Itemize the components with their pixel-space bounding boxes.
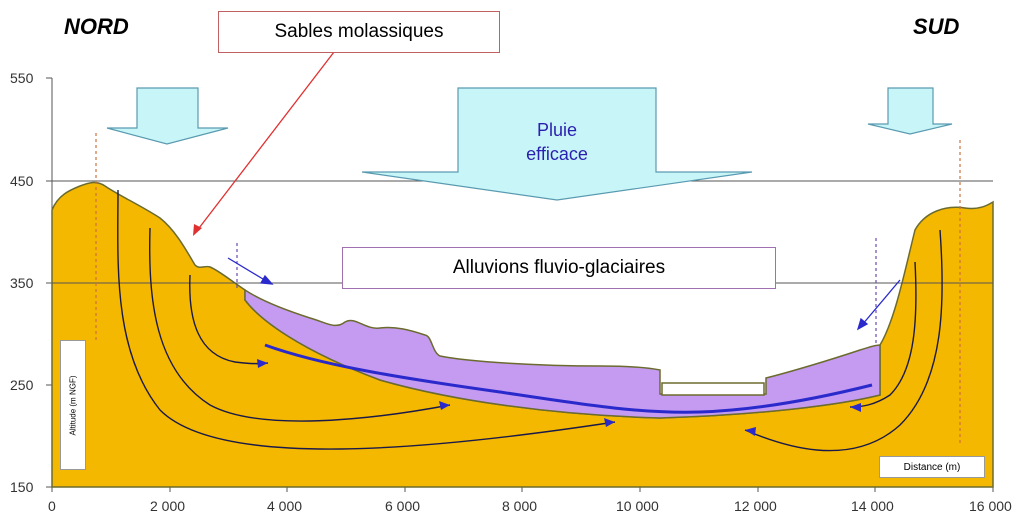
rain-arrow-large xyxy=(361,87,753,201)
alluvium-label: Alluvions fluvio-glaciaires xyxy=(452,257,666,278)
molasse-label: Sables molassiques xyxy=(274,21,444,42)
y-tick-label: 150 xyxy=(10,479,34,495)
flow-arrowhead xyxy=(745,427,756,436)
flow-arrowhead xyxy=(850,403,861,412)
rain-arrow-south xyxy=(867,87,953,135)
x-tick-label: 16 000 xyxy=(969,498,1012,514)
callout-pointer xyxy=(195,51,335,233)
flow-line xyxy=(849,261,917,408)
south-label: SUD xyxy=(913,14,960,39)
y-tick-label: 550 xyxy=(10,70,34,86)
flow-line xyxy=(149,227,451,422)
x-axis-label-box: Distance (m) xyxy=(879,456,985,478)
alluvium-notch xyxy=(661,382,765,396)
alluvium-label-box: Alluvions fluvio-glaciaires xyxy=(342,247,776,289)
y-tick-label: 350 xyxy=(10,275,34,291)
flow-line xyxy=(744,229,943,452)
y-axis-label: Altitude (m NGF) xyxy=(68,374,78,436)
x-axis-label: Distance (m) xyxy=(903,461,961,473)
x-tick-label: 2 000 xyxy=(150,498,186,514)
callout-arrowhead xyxy=(193,224,202,236)
flow-arrowhead xyxy=(257,359,268,368)
molasse-layer xyxy=(51,181,994,488)
x-tick-label: 6 000 xyxy=(385,498,421,514)
y-tick-marks xyxy=(46,77,52,488)
flow-line xyxy=(117,189,616,450)
water-table-line xyxy=(264,343,873,414)
x-tick-label: 10 000 xyxy=(616,498,659,514)
x-tick-label: 12 000 xyxy=(734,498,777,514)
rain-label-text: Pluie efficace xyxy=(526,120,588,164)
x-tick-label: 8 000 xyxy=(502,498,538,514)
y-axis-label-box: Altitude (m NGF) xyxy=(60,340,86,470)
x-tick-label: 4 000 xyxy=(267,498,303,514)
x-tick-marks xyxy=(51,487,994,492)
flow-arrowhead xyxy=(604,418,615,427)
y-tick-label: 450 xyxy=(10,173,34,189)
lateral-inflow-arrows xyxy=(227,257,901,331)
x-tick-label: 14 000 xyxy=(851,498,894,514)
flow-arrowheads xyxy=(257,359,861,436)
rain-arrow-north xyxy=(106,87,229,145)
north-label: NORD xyxy=(64,14,129,39)
flow-arrowhead xyxy=(439,401,450,410)
molasse-label-box: Sables molassiques xyxy=(218,11,500,53)
flow-lines xyxy=(117,189,943,452)
rain-label: Pluie efficace xyxy=(498,118,616,166)
x-tick-label: 0 xyxy=(48,498,56,514)
alluvium-layer xyxy=(244,288,881,419)
y-tick-label: 250 xyxy=(10,377,34,393)
